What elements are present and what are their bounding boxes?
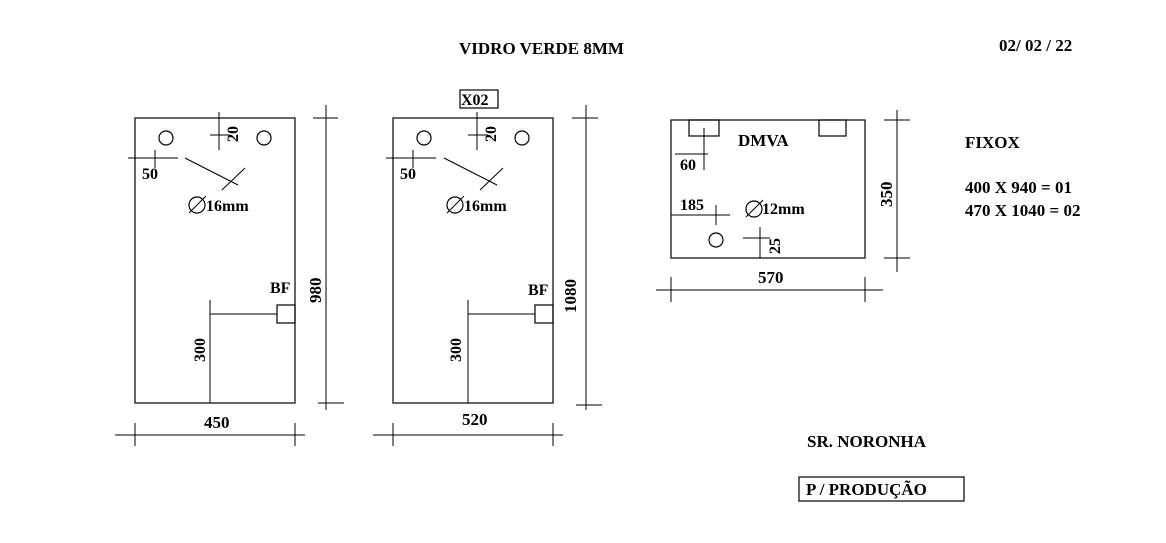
panel-1-top-offset: 20 [225,126,242,142]
panel-2-width: 520 [462,410,488,429]
notes-line-2: 470 X 1040 = 02 [965,201,1080,220]
panel-1-hole-right [256,130,272,146]
panel-2-diameter-icon [446,196,464,214]
panel-1-bf-label: BF [270,280,291,297]
destination-label: P / PRODUÇÃO [806,480,927,499]
panel-3: 60 DMVA 185 12mm 25 570 350 [656,110,910,302]
panel-1-diameter-slash [188,195,207,214]
panel-3-diameter-slash [745,199,764,218]
panel-1-width: 450 [204,413,230,432]
panel-2-top-offset: 20 [483,126,500,142]
panel-2-tag-box [459,89,499,109]
panel-1-leader-tick [221,167,246,191]
panel-2-hole-left [416,130,432,146]
panel-1-bf-box [276,304,296,324]
panel-1-bf-height: 300 [192,338,209,362]
panel-1-hole-left [158,130,174,146]
panel-2-height: 1080 [561,279,580,313]
panel-2-diameter-slash [446,195,465,214]
panel-3-notch-depth: 60 [680,157,696,174]
panel-2-hole-right [514,130,530,146]
panel-3-hole [708,232,724,248]
panel-1: 20 50 16mm BF 300 450 980 [115,105,344,446]
panel-1-diameter-icon [188,196,206,214]
panel-3-notch-right [818,119,847,137]
panel-3-side-offset: 185 [680,197,704,214]
panel-3-bottom-offset: 25 [767,238,784,254]
panel-3-diameter-icon [745,200,763,218]
panel-2-leader-tick [479,167,504,191]
notes-heading: FIXOX [965,133,1021,152]
panel-1-outline [134,117,296,404]
drawing-date: 02/ 02 / 22 [999,36,1072,55]
destination-box [798,476,965,502]
panel-2-bf-box [534,304,554,324]
panel-2-outline [392,117,554,404]
panel-2-leader [443,157,498,186]
panel-1-hole-diameter: 16mm [206,198,249,215]
panel-2-bf-label: BF [528,282,549,299]
notes-line-1: 400 X 940 = 01 [965,178,1072,197]
panel-2-side-offset: 50 [400,166,416,183]
panel-3-label: DMVA [738,131,789,150]
drawing-title: VIDRO VERDE 8MM [459,39,624,58]
client-name: SR. NORONHA [807,432,927,451]
panel-1-leader [184,157,239,186]
panel-2-hole-diameter: 16mm [464,198,507,215]
panel-1-side-offset: 50 [142,166,158,183]
panel-3-width: 570 [758,268,784,287]
panel-3-hole-diameter: 12mm [762,201,805,218]
panel-3-height: 350 [877,182,896,208]
panel-2: X02 20 50 16mm BF 300 520 1080 [373,89,602,446]
panel-2-tag: X02 [461,92,489,109]
panel-3-outline [670,119,866,259]
panel-2-bf-height: 300 [448,338,465,362]
panel-1-height: 980 [306,278,325,304]
